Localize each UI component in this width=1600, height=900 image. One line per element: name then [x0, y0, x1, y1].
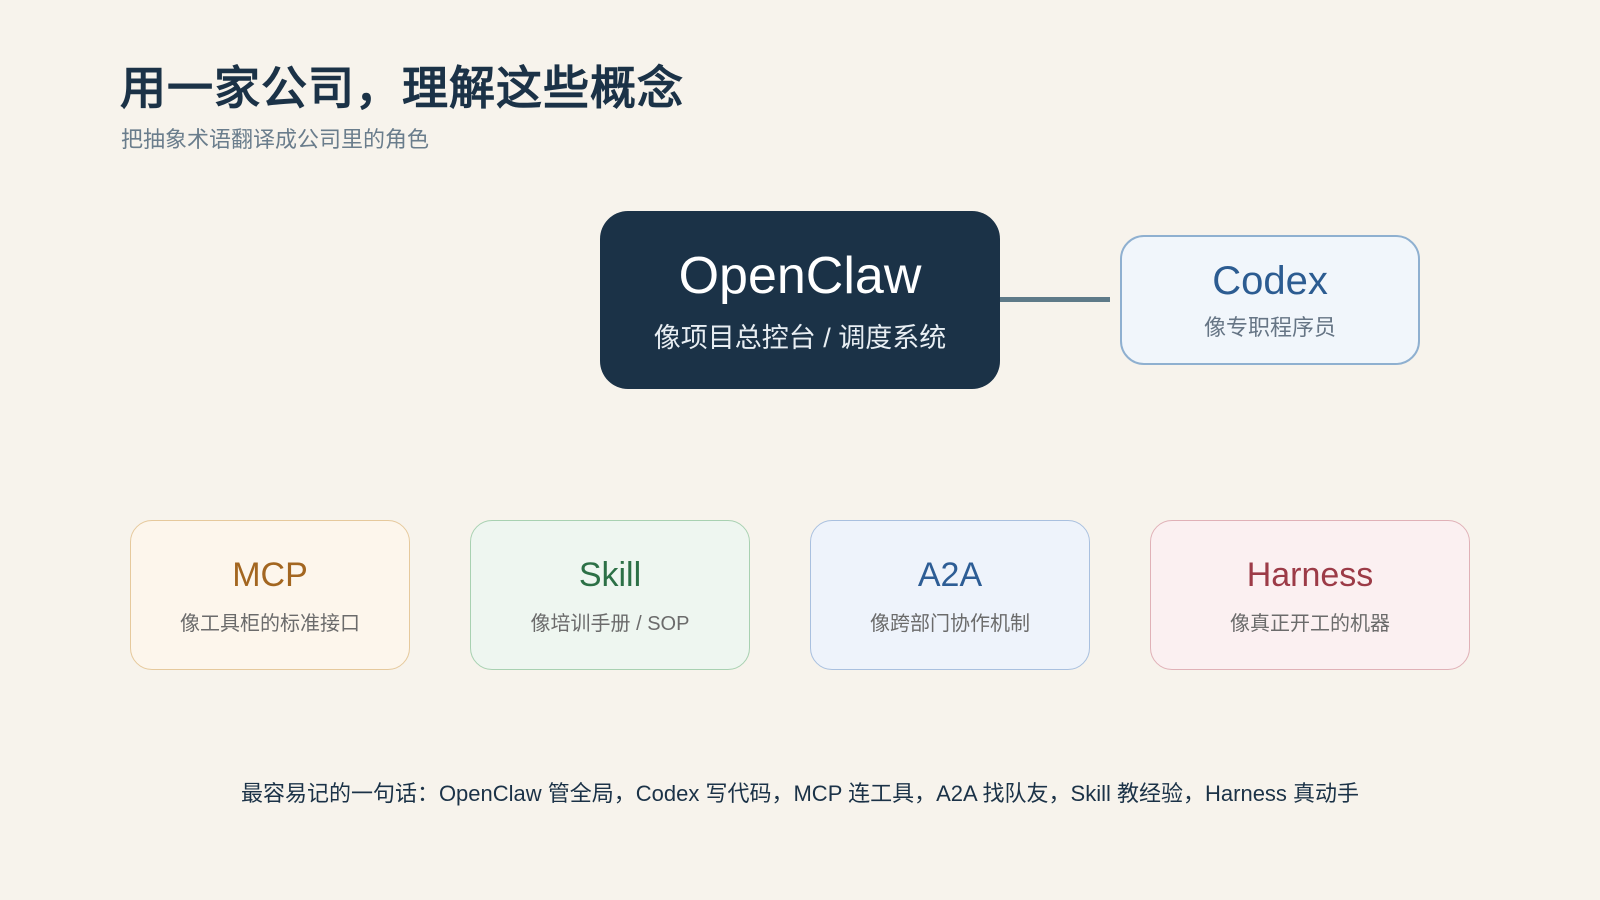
codex-desc: 像专职程序员: [1203, 315, 1336, 340]
page-title: 用一家公司，理解这些概念: [120, 62, 684, 114]
mcp-desc: 像工具柜的标准接口: [180, 612, 360, 635]
codex-name: Codex: [1212, 259, 1328, 303]
skill-card: Skill 像培训手册 / SOP: [470, 520, 750, 670]
codex-node: Codex 像专职程序员: [1120, 235, 1420, 365]
a2a-card: A2A 像跨部门协作机制: [810, 520, 1090, 670]
mcp-card: MCP 像工具柜的标准接口: [130, 520, 410, 670]
mcp-name: MCP: [232, 555, 308, 594]
hub-codex-connector: [1000, 297, 1110, 302]
summary-footer: 最容易记的一句话：OpenClaw 管全局，Codex 写代码，MCP 连工具，…: [240, 781, 1360, 806]
page-subtitle: 把抽象术语翻译成公司里的角色: [121, 127, 430, 152]
a2a-name: A2A: [917, 555, 983, 594]
skill-desc: 像培训手册 / SOP: [530, 612, 690, 635]
harness-desc: 像真正开工的机器: [1230, 612, 1390, 635]
harness-card: Harness 像真正开工的机器: [1150, 520, 1470, 670]
openclaw-node: OpenClaw 像项目总控台 / 调度系统: [600, 211, 1000, 389]
openclaw-name: OpenClaw: [678, 246, 922, 305]
skill-name: Skill: [578, 555, 642, 594]
harness-name: Harness: [1246, 555, 1374, 594]
openclaw-desc: 像项目总控台 / 调度系统: [653, 322, 947, 353]
a2a-desc: 像跨部门协作机制: [870, 612, 1030, 635]
